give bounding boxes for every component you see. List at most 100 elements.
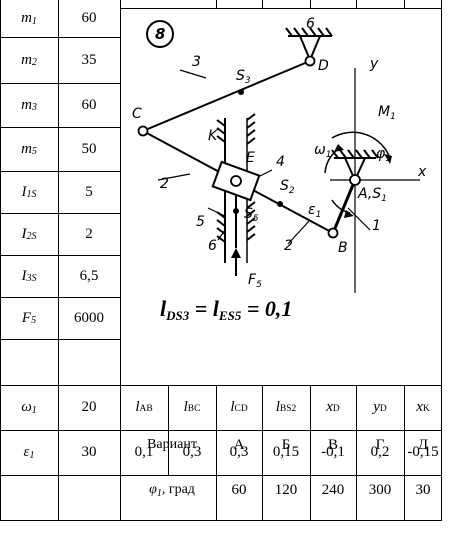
- variant-angle: 30: [415, 481, 431, 498]
- grid-left-border: [0, 0, 1, 520]
- label-e: E: [246, 150, 255, 166]
- joint-e: [230, 175, 242, 187]
- crank-ab: [331, 179, 357, 234]
- grid-tick: [262, 0, 263, 8]
- grid-tick: [356, 0, 357, 8]
- label-2-left: 2: [160, 176, 169, 192]
- variant-letter: А: [233, 436, 245, 453]
- grid-vline: [310, 385, 311, 475]
- grid-hline: [0, 127, 120, 128]
- label-m1: M1: [378, 104, 396, 122]
- label-d: D: [318, 58, 329, 74]
- grid-hline: [0, 171, 120, 172]
- grid-bottom-border: [0, 520, 442, 521]
- grid-hline: [0, 213, 120, 214]
- variant-angle: 300: [368, 481, 392, 498]
- label-3: 3: [192, 54, 201, 70]
- label-5: 5: [196, 214, 205, 230]
- variant-letter: Г: [375, 436, 385, 453]
- label-s2: S2: [280, 178, 295, 196]
- joint-a: [349, 174, 361, 186]
- label-1: 1: [372, 218, 381, 234]
- leader-5: [207, 207, 226, 217]
- variant-angle: 120: [274, 481, 298, 498]
- grid-hline: [0, 339, 120, 340]
- variant-letter: В: [327, 436, 338, 453]
- variant-label: Вариант: [147, 437, 197, 452]
- label-f5: F5: [248, 272, 262, 290]
- label-phi1: φ1: [376, 146, 391, 164]
- param-value: 60: [81, 10, 97, 26]
- label-6-top: 6: [306, 16, 315, 32]
- grid-hline: [216, 475, 442, 476]
- grid-hline: [0, 255, 120, 256]
- variant-number: 8: [155, 25, 165, 43]
- length-ratio-formula: lDS3 = lES5 = 0,1: [160, 296, 293, 323]
- length-value: 0,15: [272, 443, 300, 460]
- length-value: -0,1: [321, 443, 345, 460]
- grid-vline: [356, 385, 357, 475]
- label-s5: S5: [244, 206, 259, 224]
- label-s3: S3: [236, 68, 251, 86]
- leader-1: [347, 207, 371, 231]
- label-e1: ε1: [308, 202, 321, 220]
- grid-vline: [262, 385, 263, 475]
- point-s3: [238, 89, 244, 95]
- omega-arrow-head: [334, 144, 344, 152]
- label-2-right: 2: [284, 238, 293, 254]
- moment-m1-arc: [331, 131, 391, 159]
- guide-hatch-top: [216, 113, 256, 145]
- grid-tick: [216, 0, 217, 8]
- leader-2a: [157, 173, 191, 181]
- grid-hline: [0, 385, 442, 386]
- label-c: C: [132, 106, 142, 122]
- leader-2b: [287, 219, 311, 245]
- grid-right-border: [441, 0, 442, 520]
- leader-4: [259, 169, 273, 177]
- mechanism-diagram: 8 6 D y 3 S3 C K M1 ω1 φ1 x E 4 2 S2 ε1 …: [132, 16, 427, 293]
- variant-angle: 60: [231, 481, 247, 498]
- param-value: 50: [81, 140, 97, 157]
- length-value: -0,15: [407, 443, 439, 460]
- point-s2: [277, 201, 283, 207]
- grid-tick: [310, 0, 311, 8]
- variant-letter: Д: [417, 436, 429, 453]
- support-a-hatching: [331, 149, 379, 159]
- length-value: 0,2: [370, 443, 390, 460]
- joint-c: [137, 125, 149, 137]
- grid-vline: [262, 475, 263, 520]
- angle-label: φ1, град: [149, 482, 195, 499]
- leader-3: [179, 69, 207, 79]
- grid-vline: [404, 385, 405, 475]
- epsilon-arrow-head: [344, 210, 354, 218]
- grid-hline: [0, 430, 442, 431]
- variant-letter: Б: [281, 436, 291, 453]
- guide-hatch-bottom: [216, 201, 256, 243]
- param-value: 60: [81, 96, 97, 113]
- grid-vline: [120, 0, 121, 520]
- label-4: 4: [276, 154, 285, 170]
- joint-b: [327, 227, 339, 239]
- link-3: [142, 60, 311, 132]
- length-value: 0,3: [182, 443, 202, 460]
- grid-vline: [216, 385, 217, 475]
- label-b: B: [338, 240, 348, 256]
- grid-vline: [404, 475, 405, 520]
- grid-vline: [310, 475, 311, 520]
- grid-vline: [168, 385, 169, 475]
